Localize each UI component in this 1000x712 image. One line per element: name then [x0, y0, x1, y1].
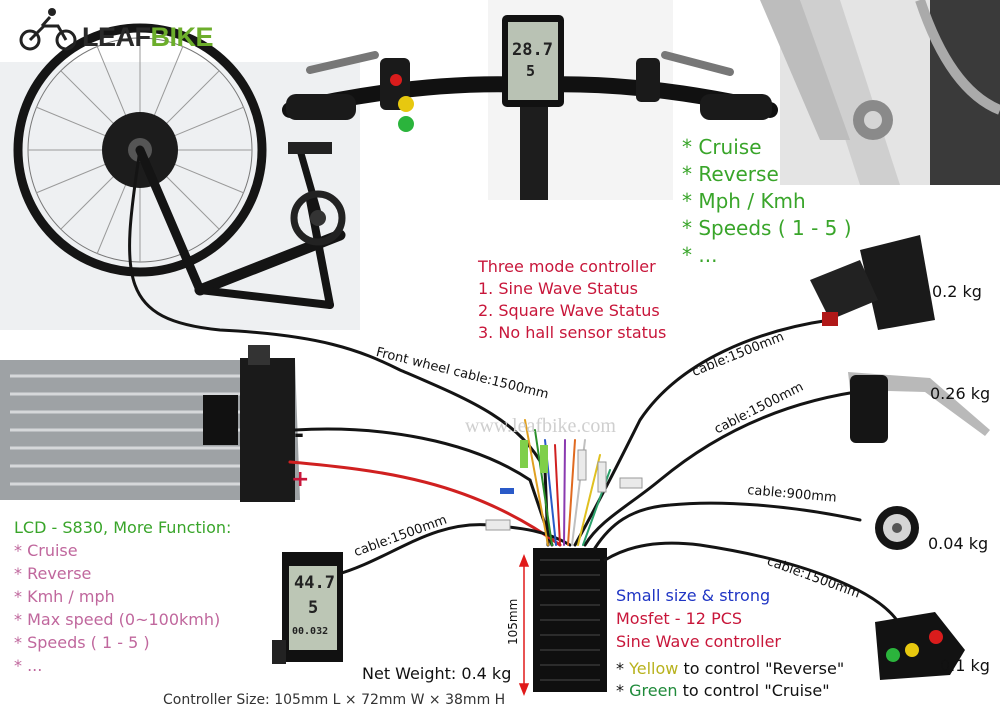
controller-mode-title: Three mode controller [478, 257, 656, 276]
controller-spec-line: Mosfet - 12 PCS [616, 609, 743, 628]
brand-logo-bike: BIKE [150, 22, 214, 52]
controller-mode-item: 3. No hall sensor status [478, 323, 667, 342]
top-feature-item: * Reverse [682, 162, 779, 186]
pas-weight: 0.04 kg [928, 534, 989, 553]
battery-minus-label: - [294, 420, 304, 448]
switch-weight: 0.1 kg [940, 656, 990, 675]
thumb-throttle-icon [810, 235, 935, 330]
function-switch-icon [875, 612, 965, 680]
pas-sensor-icon [875, 506, 919, 550]
battery-pack-icon [0, 345, 300, 502]
controller-mode-item: 1. Sine Wave Status [478, 279, 639, 298]
brake-lever-icon [848, 372, 990, 443]
brake-weight: 0.26 kg [930, 384, 991, 403]
lcd-function-item: * Reverse [14, 564, 92, 583]
legend-green-rest: to control "Cruise" [677, 681, 830, 700]
top-feature-item: * ... [682, 243, 718, 267]
lcd-function-item: * Speeds ( 1 - 5 ) [14, 633, 150, 652]
bottom-lcd-gear: 5 [308, 598, 319, 618]
top-feature-item: * Speeds ( 1 - 5 ) [682, 216, 852, 240]
bottom-lcd-speed: 44.7 [294, 573, 335, 593]
top-feature-item: * Cruise [682, 135, 762, 159]
lcd-function-list: LCD - S830, More Function: * Cruise * Re… [14, 516, 231, 677]
controller-mode-item: 2. Square Wave Status [478, 301, 660, 320]
front-fork-icon [760, 0, 1000, 185]
legend-yellow-word: Yellow [629, 659, 679, 678]
legend-bullet: * [616, 681, 630, 700]
crank-chainring-icon [290, 190, 346, 246]
green-legend-line: * Green to control "Cruise" [616, 680, 844, 702]
lcd-function-title: LCD - S830, More Function: [14, 518, 232, 537]
controller-spec-line: Small size & strong [616, 586, 771, 605]
top-lcd-gear: 5 [526, 62, 536, 80]
legend-yellow-rest: to control "Reverse" [678, 659, 845, 678]
lcd-function-item: * Cruise [14, 541, 78, 560]
lcd-function-item: * Kmh / mph [14, 587, 115, 606]
wiring-cables [128, 148, 902, 627]
controller-height-label: 105mm [506, 598, 520, 645]
controller-spec-line: Sine Wave controller [616, 632, 781, 651]
brand-logo-leaf: LEAF [82, 22, 151, 52]
top-feature-item: * Mph / Kmh [682, 189, 806, 213]
throttle-weight: 0.2 kg [932, 282, 982, 301]
button-color-legend: * Yellow to control "Reverse" * Green to… [616, 658, 844, 702]
top-lcd-display-icon [502, 15, 564, 107]
bottom-lcd-display-icon [272, 552, 343, 664]
leafbike-logo-icon [19, 8, 77, 51]
lcd-function-item: * Max speed (0~100kmh) [14, 610, 221, 629]
battery-plus-label: + [291, 467, 310, 492]
controller-mode-list: Three mode controller 1. Sine Wave Statu… [478, 256, 666, 344]
top-feature-list: * Cruise * Reverse * Mph / Kmh * Speeds … [682, 134, 852, 269]
yellow-legend-line: * Yellow to control "Reverse" [616, 658, 844, 680]
lcd-function-item: * ... [14, 656, 43, 675]
bottom-lcd-odometer: 00.032 [292, 626, 329, 637]
brand-logo: LEAFBIKE [82, 22, 214, 53]
controller-box-icon [533, 548, 607, 692]
legend-bullet: * [616, 659, 630, 678]
top-lcd-speed: 28.7 [512, 40, 553, 60]
controller-net-weight: Net Weight: 0.4 kg [362, 664, 512, 683]
watermark-url: www.leafbike.com [465, 415, 616, 437]
controller-spec-list: Small size & strong Mosfet - 12 PCS Sine… [616, 584, 781, 653]
controller-size: Controller Size: 105mm L × 72mm W × 38mm… [163, 692, 506, 708]
legend-green-word: Green [629, 681, 678, 700]
height-dimension-arrow [518, 553, 530, 697]
